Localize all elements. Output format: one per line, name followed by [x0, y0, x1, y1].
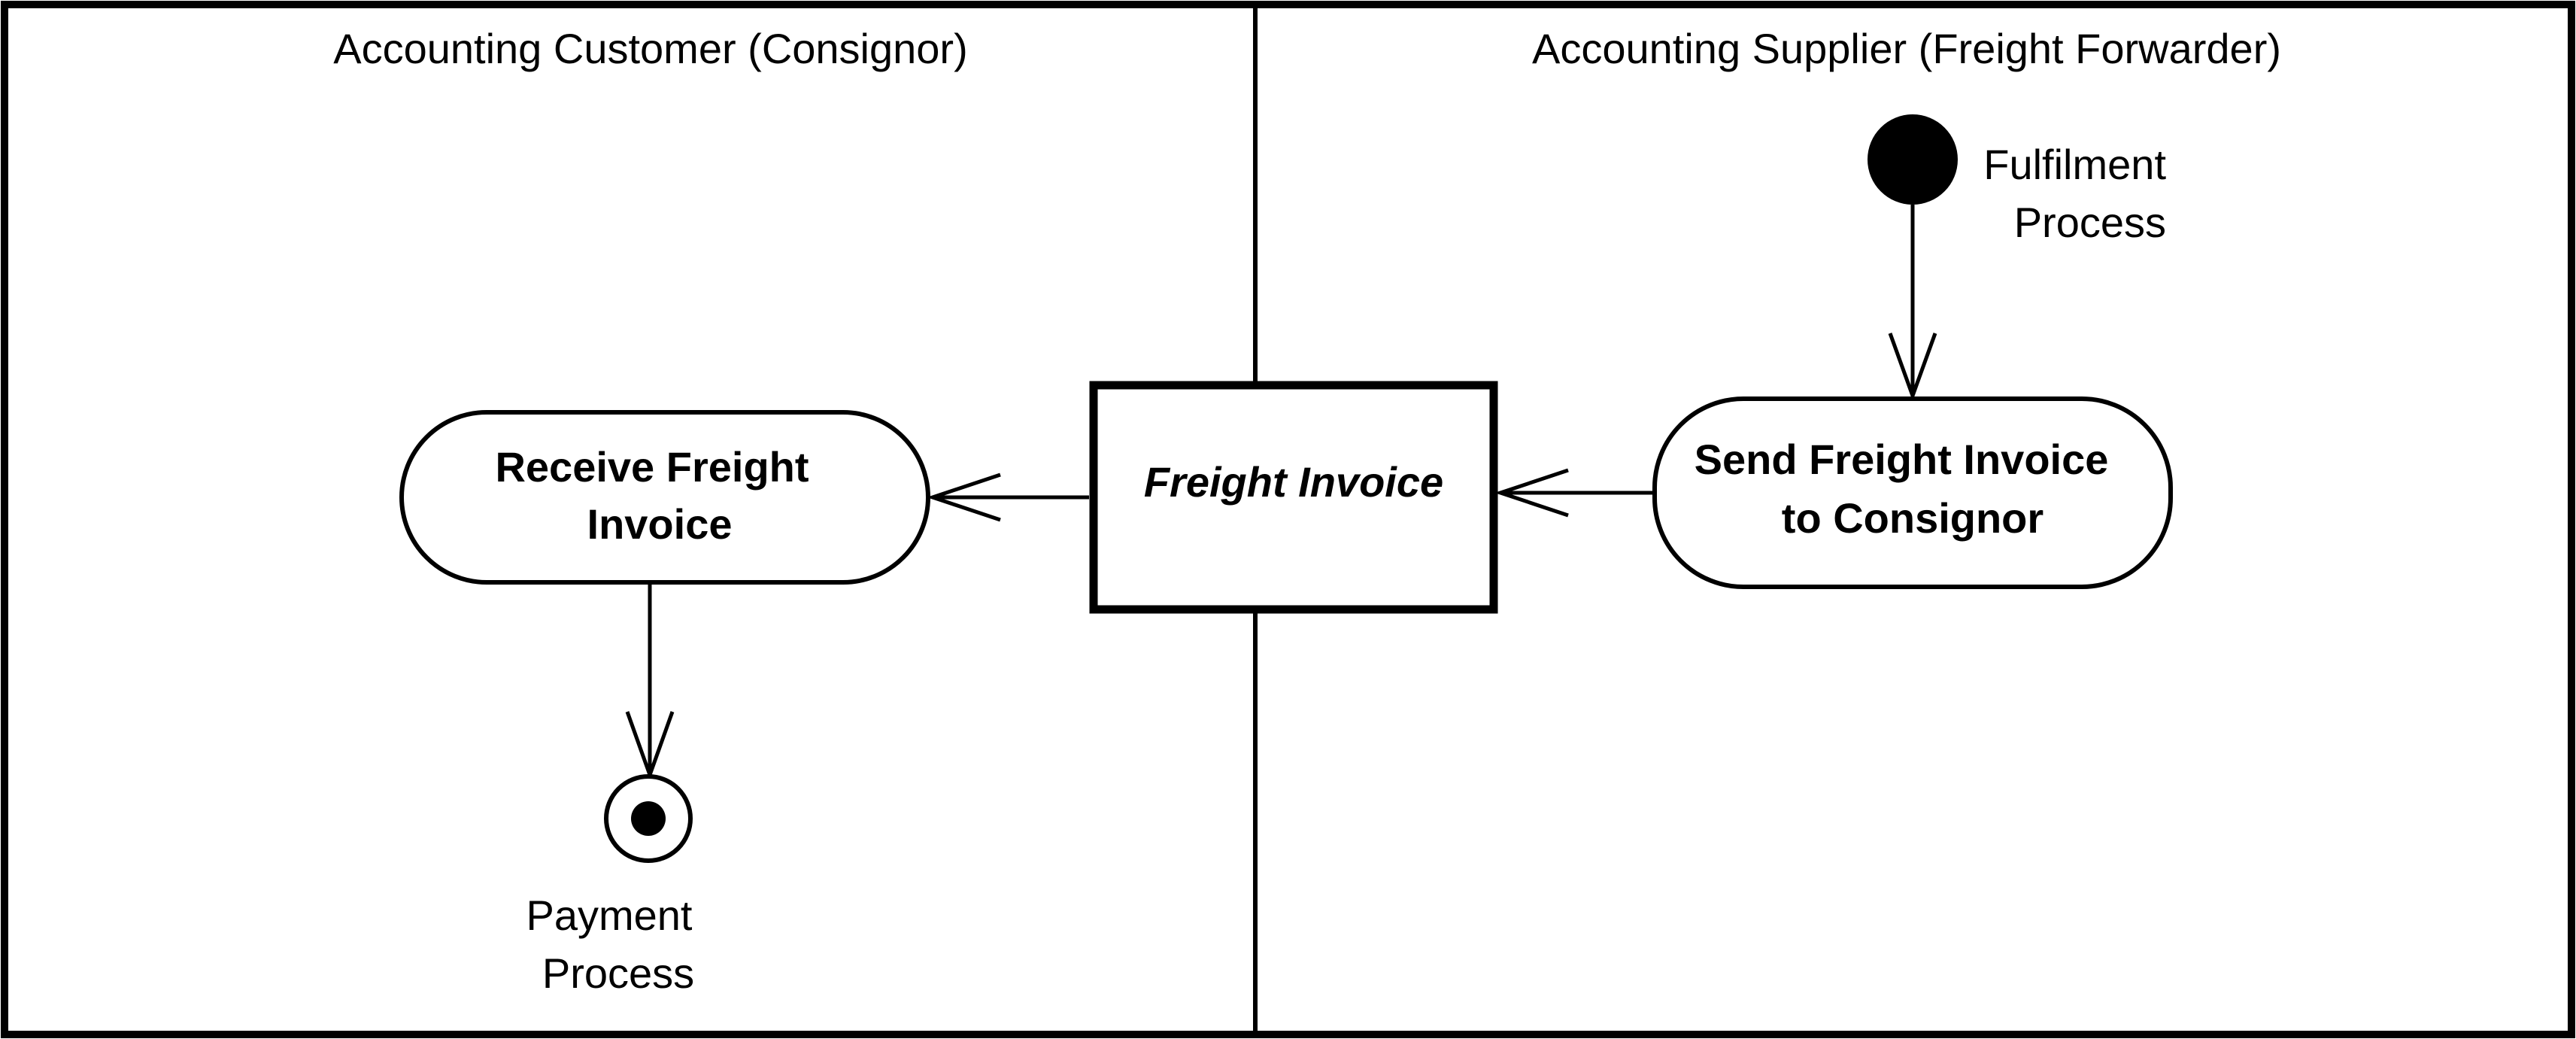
- supplier-lane-title: Accounting Supplier (Freight Forwarder): [1532, 25, 2281, 72]
- receive-action-label-line1: Receive Freight: [495, 443, 809, 491]
- customer-lane-title: Accounting Customer (Consignor): [333, 25, 967, 72]
- send-action-label-line1: Send Freight Invoice: [1695, 436, 2109, 483]
- initial-node-label-line1: Fulfilment: [1983, 141, 2166, 188]
- flow-initial-to-send-arrowhead: [1888, 333, 1937, 402]
- final-node-core: [631, 801, 666, 836]
- freight-invoice-object: [1089, 381, 1498, 614]
- receive-action-label-line2: Invoice: [587, 500, 733, 548]
- freight-invoice-object-label: Freight Invoice: [1144, 458, 1443, 506]
- final-node-label-line2: Process: [542, 949, 694, 997]
- receive-freight-invoice-action: [399, 410, 930, 585]
- send-action-label-line2: to Consignor: [1782, 494, 2044, 542]
- initial-node: [1868, 114, 1958, 205]
- send-freight-invoice-action: [1652, 396, 2173, 589]
- initial-node-label-line2: Process: [2014, 199, 2166, 246]
- flow-object-to-receive-arrowhead: [927, 472, 1001, 522]
- final-node-label-line1: Payment: [526, 892, 693, 939]
- flow-send-to-object-arrowhead: [1494, 468, 1569, 518]
